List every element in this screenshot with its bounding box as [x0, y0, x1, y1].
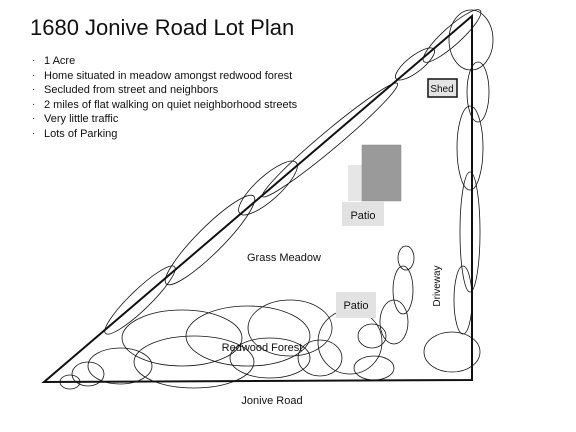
bullet-marker: ·	[32, 69, 36, 81]
redwood-forest-cluster	[59, 299, 395, 390]
tree-canopy	[247, 299, 333, 357]
patio-upper-label: Patio	[350, 210, 375, 222]
driveway-label: Driveway	[432, 265, 443, 306]
patio-lower-label: Patio	[343, 300, 368, 312]
tree-canopy	[164, 194, 256, 286]
shed	[427, 78, 458, 98]
tree-canopy	[238, 160, 298, 216]
tree-canopy	[121, 309, 243, 367]
bullet-marker: ·	[32, 55, 36, 66]
patio-lower	[336, 292, 376, 318]
road-label: Jonive Road	[241, 395, 302, 407]
tree-canopy	[59, 374, 81, 390]
tree-canopy	[104, 265, 176, 335]
tree-canopy	[466, 61, 490, 123]
tree-canopy	[379, 299, 409, 345]
tree-canopy	[456, 105, 484, 191]
grass-meadow-label: Grass Meadow	[247, 252, 321, 264]
tree-canopy	[448, 9, 494, 71]
tree-canopy	[392, 265, 414, 315]
tree-canopy	[229, 337, 311, 379]
tree-canopy	[133, 335, 255, 389]
tree-canopy	[423, 331, 481, 373]
tree-canopy	[317, 309, 383, 375]
tree-canopy	[459, 171, 481, 293]
tree-canopy	[422, 9, 482, 63]
patio-upper	[342, 202, 384, 226]
feature-item: ·1 Acre	[32, 55, 76, 67]
tree-canopy	[397, 245, 415, 271]
tree-canopy	[261, 82, 399, 198]
shed-label: Shed	[430, 84, 453, 95]
driveway-tree-cluster	[357, 245, 415, 349]
tree-canopy	[453, 265, 473, 335]
page-title: 1680 Jonive Road Lot Plan	[30, 15, 295, 40]
tree-canopy	[357, 323, 387, 349]
feature-item: ·Very little traffic	[32, 113, 119, 125]
feature-list: ·1 Acre ·Home situated in meadow amongst…	[30, 54, 297, 141]
redwood-forest-label: Redwood Forest	[222, 342, 303, 354]
feature-item: ·Home situated in meadow amongst redwood…	[32, 69, 293, 82]
bullet-marker: ·	[32, 98, 36, 110]
tree-canopy	[71, 361, 105, 387]
feature-item: ·Lots of Parking	[32, 127, 118, 140]
house	[361, 144, 402, 202]
diagonal-tree-line	[104, 9, 482, 335]
tree-canopy	[87, 347, 153, 385]
bullet-marker: ·	[32, 127, 36, 139]
tree-canopy	[297, 339, 343, 377]
lot-boundary	[41, 13, 473, 384]
bullet-marker: ·	[32, 84, 36, 95]
feature-item: ·Secluded from street and neighbors	[32, 84, 219, 96]
bullet-marker: ·	[32, 113, 36, 124]
feature-item: ·2 miles of flat walking on quiet neighb…	[32, 98, 298, 111]
right-edge-tree-line	[423, 9, 494, 373]
tree-canopy	[353, 355, 395, 381]
tree-canopy	[395, 47, 435, 81]
